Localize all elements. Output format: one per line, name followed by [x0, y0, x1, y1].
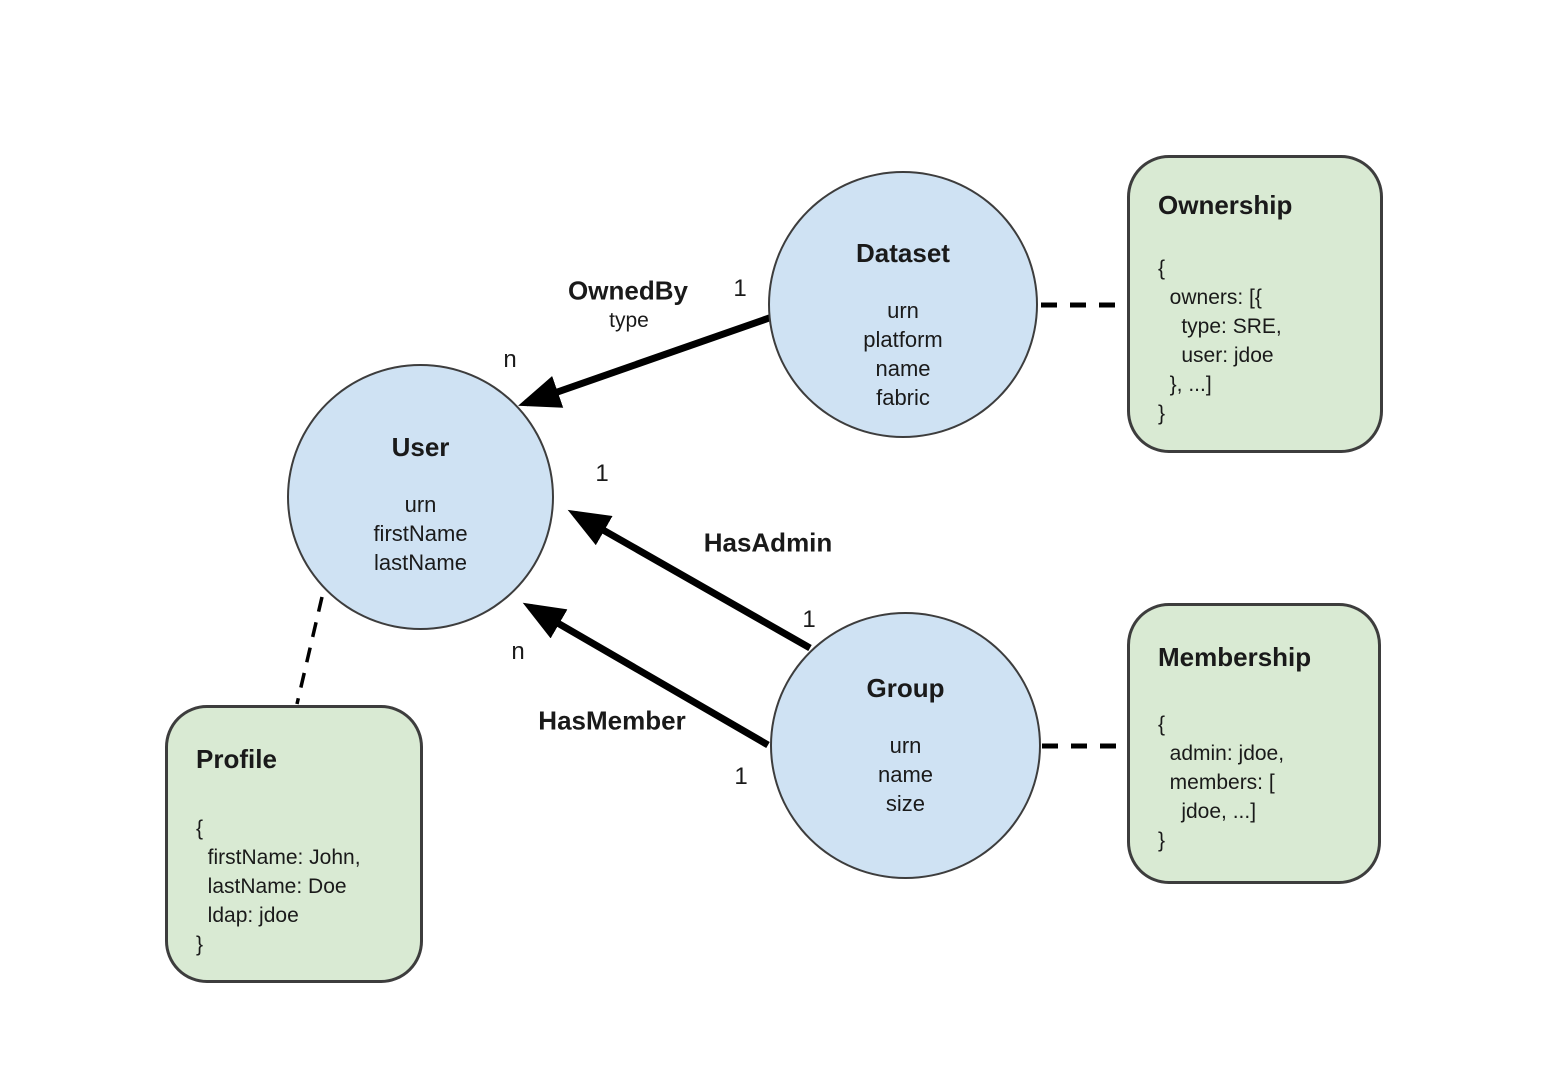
entity-attribute-list: urn platform name fabric [863, 296, 942, 412]
aspect-box-membership: Membership { admin: jdoe, members: [ jdo… [1127, 603, 1381, 884]
entity-node-dataset: Dataset urn platform name fabric [768, 171, 1038, 438]
aspect-body-line: } [1158, 829, 1166, 852]
aspect-body-line: user: jdoe [1158, 344, 1274, 367]
user-profile-dashed-link [295, 596, 324, 705]
aspect-body-line: } [196, 933, 204, 956]
entity-attribute: urn [887, 297, 919, 323]
aspect-body-line: members: [ [1158, 771, 1275, 794]
entity-attribute: urn [404, 491, 437, 517]
aspect-box-profile: Profile { firstName: John, lastName: Doe… [165, 705, 423, 983]
entity-attribute-list: urn name size [878, 731, 933, 818]
cardinality-hasadmin-source: 1 [802, 606, 816, 633]
entity-attribute: fabric [876, 384, 930, 410]
cardinality-hasadmin-target: 1 [595, 460, 609, 487]
cardinality-ownedby-source: 1 [733, 275, 747, 302]
aspect-body: { owners: [{ type: SRE, user: jdoe }, ..… [1158, 254, 1352, 428]
aspect-box-ownership: Ownership { owners: [{ type: SRE, user: … [1127, 155, 1383, 453]
entity-attribute: name [875, 355, 931, 381]
aspect-body-line: admin: jdoe, [1158, 742, 1285, 765]
entity-attribute: urn [889, 733, 922, 758]
aspect-body-line: ldap: jdoe [196, 904, 299, 927]
aspect-body-line: lastName: Doe [196, 875, 347, 898]
entity-attribute: lastName [374, 549, 467, 575]
aspect-body-line: firstName: John, [196, 846, 361, 869]
entity-attribute: name [877, 762, 934, 787]
aspect-title: Ownership [1158, 190, 1293, 220]
edge-label-hasadmin: HasAdmin [703, 527, 833, 558]
edge-label-ownedby: OwnedBy [568, 275, 688, 306]
aspect-title: Membership [1158, 642, 1312, 672]
entity-node-group: Group urn name size [770, 612, 1041, 879]
aspect-body: { admin: jdoe, members: [ jdoe, ...] } [1158, 710, 1350, 855]
entity-node-user: User urn firstName lastName [287, 364, 554, 630]
entity-attribute: platform [863, 326, 943, 352]
aspect-body-line: }, ...] [1158, 373, 1212, 396]
edge-label-hasmember: HasMember [538, 705, 686, 736]
aspect-body: { firstName: John, lastName: Doe ldap: j… [196, 814, 392, 959]
edge-hasmember-arrow [522, 602, 770, 749]
cardinality-hasmember-source: 1 [734, 763, 748, 790]
aspect-body-line: jdoe, ...] [1158, 800, 1257, 823]
aspect-body-line: { [1158, 257, 1166, 280]
edge-hasadmin-arrow [567, 509, 812, 652]
edge-sublabel-ownedby-type: type [609, 309, 649, 332]
entity-title: User [391, 431, 450, 462]
aspect-body-line: type: SRE, [1158, 315, 1282, 338]
aspect-body-line: } [1158, 402, 1166, 425]
aspect-title: Profile [196, 744, 277, 774]
edge-ownedby-arrow [518, 313, 774, 408]
aspect-body-line: owners: [{ [1158, 286, 1262, 309]
entity-attribute: firstName [373, 520, 468, 546]
aspect-body-line: { [1158, 713, 1166, 736]
cardinality-ownedby-target: n [503, 346, 517, 373]
entity-attribute: size [885, 791, 926, 816]
entity-attribute-list: urn firstName lastName [373, 490, 467, 577]
cardinality-hasmember-target: n [511, 638, 525, 665]
aspect-body-line: { [196, 817, 204, 840]
entity-title: Dataset [856, 237, 950, 268]
entity-title: Group [866, 673, 945, 703]
